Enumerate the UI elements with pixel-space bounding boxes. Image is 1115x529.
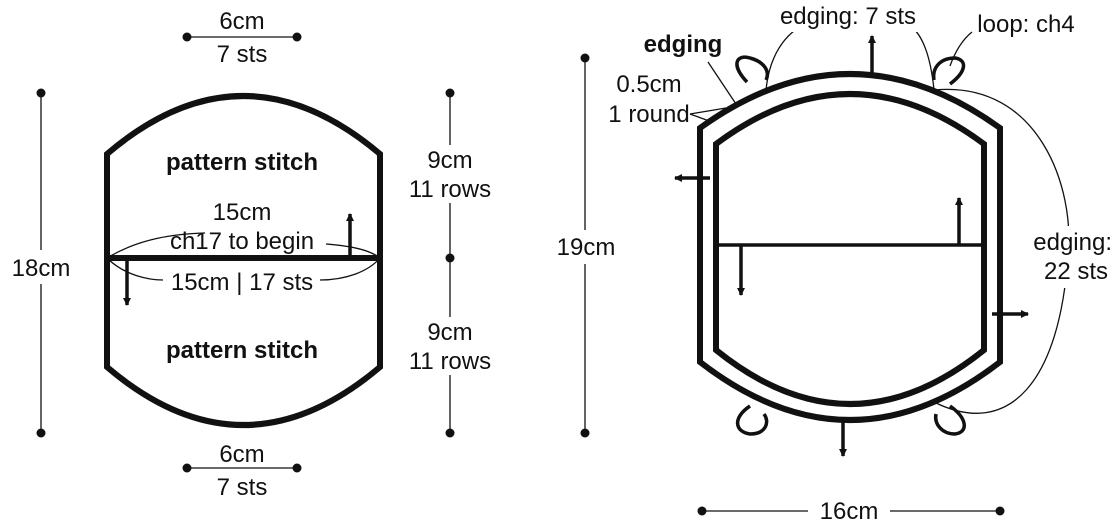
dim-dot [995, 506, 1005, 516]
right-piece: 19cm 16cm edging: 7 sts loop: ch4 edging… [550, 0, 1115, 525]
chain-width-label: 15cm [213, 199, 272, 226]
left-chain-arc [106, 232, 206, 259]
top-width-label: 6cm [219, 8, 264, 35]
dim-dot [36, 88, 46, 98]
top-sts-label: 7 sts [217, 41, 268, 68]
round-leader [689, 113, 713, 123]
left-center-arc [106, 257, 164, 281]
dim-dot [445, 253, 455, 263]
dim-dot [182, 463, 192, 473]
dim-dot [580, 53, 590, 63]
label-backdrop [4, 250, 80, 284]
center-measure-label: 15cm | 17 sts [171, 269, 313, 296]
dim-dot [292, 32, 302, 42]
edging-top-label: edging: 7 sts [780, 3, 916, 30]
loop-label: loop: ch4 [977, 11, 1074, 38]
edge-rounds-label: 1 round [608, 101, 689, 128]
dim-dot [445, 428, 455, 438]
dim-dot [697, 506, 707, 516]
label-backdrop [405, 145, 497, 203]
edging-side-sts-label: 22 sts [1044, 258, 1108, 285]
loop-icon [931, 56, 966, 86]
chain-start-label: ch17 to begin [170, 228, 314, 255]
dim-dot [36, 428, 46, 438]
label-backdrop [1050, 226, 1115, 288]
inner-body-outline [713, 91, 987, 407]
upper-rows-label: 11 rows [409, 176, 491, 203]
loop-icon [735, 55, 770, 84]
lower-height-label: 9cm [427, 319, 472, 346]
edge-width-label: 0.5cm [616, 71, 681, 98]
label-backdrop [405, 317, 497, 375]
left-chain-arc-right [325, 243, 381, 259]
edging-title: edging [644, 31, 723, 58]
loop-leader [949, 31, 973, 67]
dim-dot [445, 88, 455, 98]
lower-rows-label: 11 rows [409, 348, 491, 375]
left-height-label: 18cm [12, 255, 71, 282]
dim-dot [580, 428, 590, 438]
bottom-sts-label: 7 sts [217, 474, 268, 501]
left-piece: 6cm 7 sts 6cm 7 sts 18cm 9cm 11 rows 9cm… [4, 8, 497, 501]
right-width-label: 16cm [820, 498, 879, 524]
bottom-width-label: 6cm [219, 441, 264, 468]
left-center-arc-right [319, 257, 381, 281]
label-backdrop [550, 230, 622, 264]
label-backdrop [770, 0, 928, 32]
edging-title-leader [707, 61, 737, 105]
dim-dot [182, 32, 192, 42]
dim-dot [292, 463, 302, 473]
label-backdrop [808, 493, 890, 523]
loop-icon [933, 404, 966, 436]
loop-icon [735, 404, 769, 436]
outer-edging-outline [697, 71, 1003, 423]
edging-side-label: edging: [1033, 229, 1112, 256]
lower-pattern-label: pattern stitch [166, 337, 318, 364]
right-height-label: 19cm [557, 234, 616, 261]
upper-height-label: 9cm [427, 147, 472, 174]
round-leader-2 [689, 107, 727, 115]
upper-pattern-label: pattern stitch [166, 149, 318, 176]
